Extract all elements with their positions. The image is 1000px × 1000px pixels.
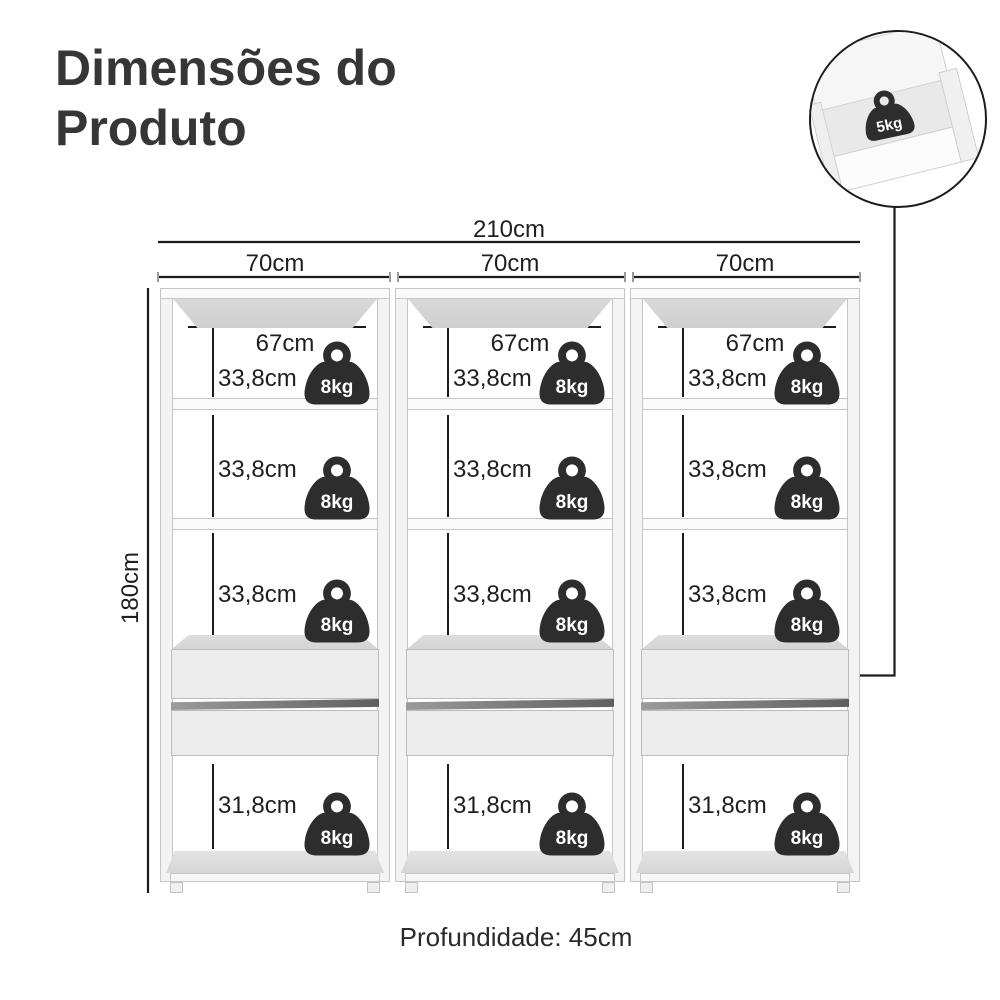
column-top-bar — [630, 288, 860, 299]
inner-width-label-1: 67cm — [255, 330, 315, 357]
bottom-section-height-label: 31,8cm — [688, 792, 767, 819]
column-top-bar — [395, 288, 625, 299]
bottom-front-strip — [170, 873, 380, 882]
weight-capacity-label: 8kg — [555, 492, 589, 513]
weight-8kg-icon: 8kg — [770, 579, 844, 643]
drawer-upper — [641, 649, 849, 699]
column-post-right — [847, 288, 860, 882]
section-height-label: 33,8cm — [218, 456, 297, 483]
section-height-label: 33,8cm — [453, 456, 532, 483]
drawer-lower — [171, 710, 379, 756]
column-top-interior-shade — [643, 299, 847, 328]
bottom-front-strip — [405, 873, 615, 882]
weight-8kg-icon: 8kg — [300, 792, 374, 856]
shelf — [172, 518, 378, 530]
weight-capacity-label: 8kg — [320, 615, 354, 636]
weight-8kg-icon: 8kg — [770, 456, 844, 520]
drawer-upper — [406, 649, 614, 699]
bottom-shelf — [636, 851, 854, 873]
column-post-left — [630, 288, 643, 882]
weight-capacity-label: 8kg — [320, 377, 354, 398]
weight-capacity-label: 8kg — [320, 492, 354, 513]
page-title-line1: Dimensões do — [55, 40, 397, 96]
shelf — [407, 518, 613, 530]
weight-capacity-label: 8kg — [790, 492, 824, 513]
weight-capacity-label: 8kg — [790, 828, 824, 849]
column-post-right — [377, 288, 390, 882]
weight-5kg-icon: 5kg — [855, 85, 920, 144]
weight-8kg-icon: 8kg — [535, 456, 609, 520]
column-top-interior-shade — [408, 299, 612, 328]
column-post-left — [160, 288, 173, 882]
weight-8kg-icon: 8kg — [535, 792, 609, 856]
column-top-bar — [160, 288, 390, 299]
total-width-label: 210cm — [472, 216, 546, 243]
section-height-label: 33,8cm — [453, 365, 532, 392]
weight-capacity-label: 8kg — [790, 377, 824, 398]
section-height-label: 33,8cm — [453, 581, 532, 608]
weight-8kg-icon: 8kg — [300, 456, 374, 520]
column-width-label-2: 70cm — [480, 250, 540, 277]
page-title-line2: Produto — [55, 100, 247, 156]
depth-label: Profundidade: 45cm — [399, 922, 633, 952]
page-title: Dimensões do Produto — [55, 38, 397, 158]
weight-capacity-label: 8kg — [790, 615, 824, 636]
leg — [367, 882, 380, 893]
drawer-upper — [171, 649, 379, 699]
section-height-label: 33,8cm — [688, 365, 767, 392]
drawer-lower — [406, 710, 614, 756]
weight-capacity-label: 8kg — [555, 615, 589, 636]
section-height-label: 33,8cm — [688, 581, 767, 608]
leg — [602, 882, 615, 893]
column-width-label-1: 70cm — [245, 250, 305, 277]
section-height-label: 33,8cm — [218, 581, 297, 608]
leg — [405, 882, 418, 893]
leg — [837, 882, 850, 893]
bottom-front-strip — [640, 873, 850, 882]
weight-8kg-icon: 8kg — [770, 341, 844, 405]
drawer-capacity-inset: 5kg — [809, 30, 987, 208]
shelf — [642, 518, 848, 530]
bottom-shelf — [401, 851, 619, 873]
drawer-illustration — [811, 32, 980, 197]
weight-8kg-icon: 8kg — [535, 341, 609, 405]
shelf-column-3 — [630, 288, 860, 893]
weight-8kg-icon: 8kg — [300, 341, 374, 405]
inner-width-label-2: 67cm — [490, 330, 550, 357]
height-label: 180cm — [117, 551, 144, 624]
weight-capacity-label: 8kg — [555, 828, 589, 849]
bottom-section-height-label: 31,8cm — [218, 792, 297, 819]
bottom-shelf — [166, 851, 384, 873]
drawer-lower — [641, 710, 849, 756]
column-post-right — [612, 288, 625, 882]
section-height-label: 33,8cm — [688, 456, 767, 483]
weight-8kg-icon: 8kg — [770, 792, 844, 856]
bottom-section-height-label: 31,8cm — [453, 792, 532, 819]
drawer-opening-shadow — [406, 699, 614, 710]
column-post-left — [395, 288, 408, 882]
weight-capacity-label: 8kg — [320, 828, 354, 849]
leg — [640, 882, 653, 893]
drawer-opening-shadow — [641, 699, 849, 710]
section-height-label: 33,8cm — [218, 365, 297, 392]
leg — [170, 882, 183, 893]
shelf-column-1 — [160, 288, 390, 893]
weight-8kg-icon: 8kg — [300, 579, 374, 643]
inner-width-label-3: 67cm — [725, 330, 785, 357]
column-width-label-3: 70cm — [715, 250, 775, 277]
weight-capacity-label: 8kg — [555, 377, 589, 398]
drawer-opening-shadow — [171, 699, 379, 710]
column-top-interior-shade — [173, 299, 377, 328]
weight-8kg-icon: 8kg — [535, 579, 609, 643]
